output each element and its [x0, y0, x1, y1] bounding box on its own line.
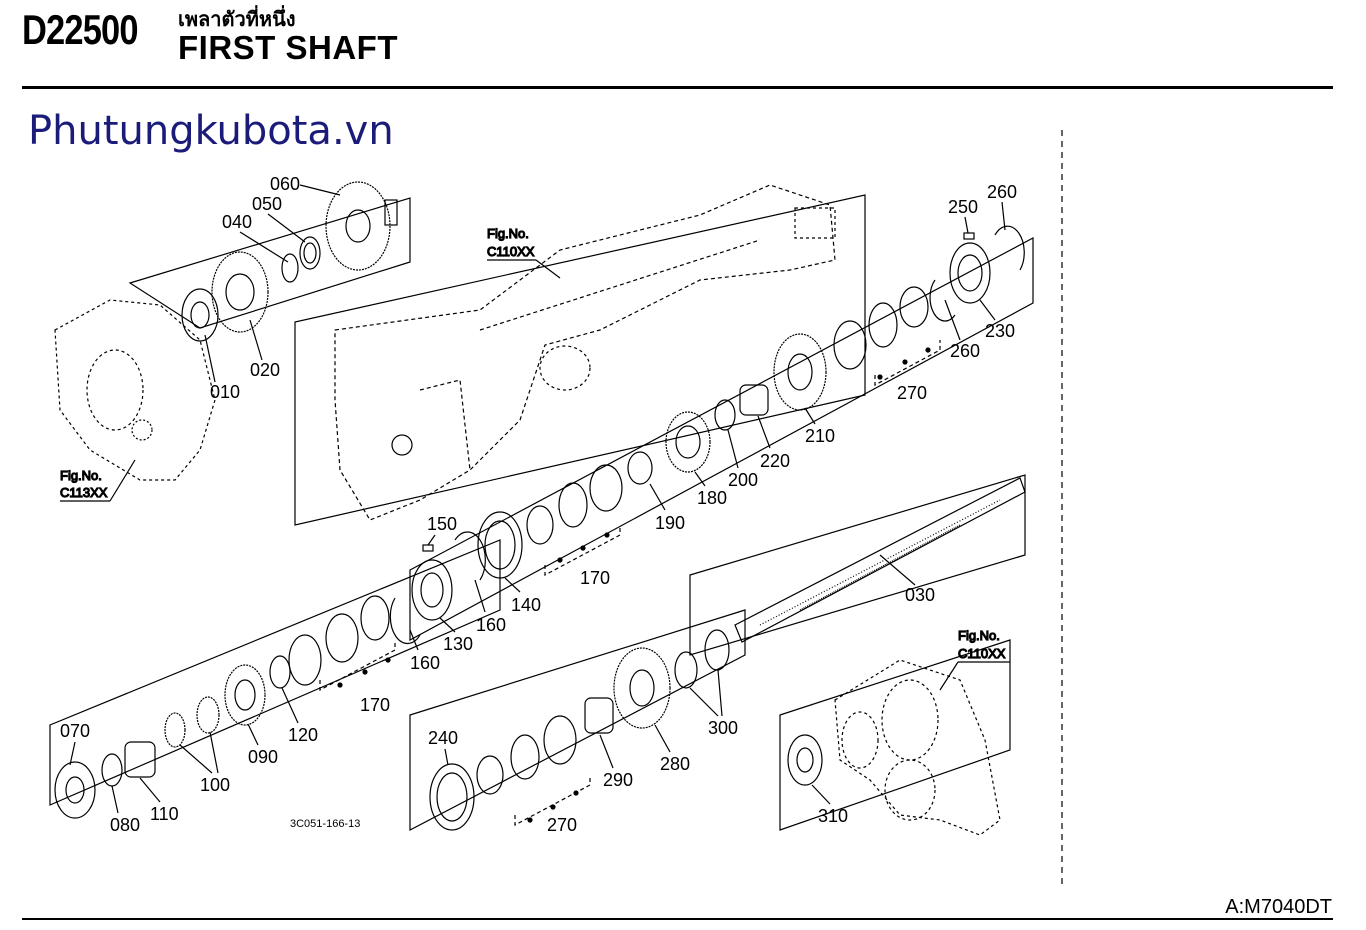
- part-label-260[interactable]: 260: [950, 341, 980, 361]
- part-label-160[interactable]: 160: [410, 653, 440, 673]
- part-label-260[interactable]: 260: [987, 182, 1017, 202]
- part-label-080[interactable]: 080: [110, 815, 140, 835]
- part-number-labels: 010 020 030 040 050 060 070 080 090 100 …: [60, 174, 1017, 835]
- part-label-300[interactable]: 300: [708, 718, 738, 738]
- part-label-170[interactable]: 170: [580, 568, 610, 588]
- rear-housing-group: [779, 639, 1011, 836]
- part-label-130[interactable]: 130: [443, 634, 473, 654]
- part-label-100[interactable]: 100: [200, 775, 230, 795]
- part-label-060[interactable]: 060: [270, 174, 300, 194]
- transmission-case-group: [294, 184, 866, 526]
- main-shaft-group: [689, 474, 1026, 656]
- part-label-090[interactable]: 090: [248, 747, 278, 767]
- part-label-070[interactable]: 070: [60, 721, 90, 741]
- part-label-290[interactable]: 290: [603, 770, 633, 790]
- part-label-280[interactable]: 280: [660, 754, 690, 774]
- watermark: Phutungkubota.vn: [28, 108, 394, 154]
- part-label-250[interactable]: 250: [948, 197, 978, 217]
- part-label-110[interactable]: 110: [150, 804, 179, 824]
- header-rule: [22, 86, 1333, 89]
- section-title-thai: เพลาตัวที่หนึ่ง: [178, 7, 296, 31]
- model-reference: A:M7040DT: [1225, 896, 1332, 918]
- part-label-050[interactable]: 050: [252, 194, 282, 214]
- part-label-140[interactable]: 140: [511, 595, 541, 615]
- section-code: D22500: [22, 6, 139, 53]
- section-title: FIRST SHAFT: [178, 29, 398, 66]
- part-label-010[interactable]: 010: [210, 382, 240, 402]
- part-label-150[interactable]: 150: [427, 514, 457, 534]
- part-label-230[interactable]: 230: [985, 321, 1015, 341]
- part-label-270[interactable]: 270: [547, 815, 577, 835]
- part-label-310[interactable]: 310: [818, 806, 848, 826]
- part-label-180[interactable]: 180: [697, 488, 727, 508]
- part-label-040[interactable]: 040: [222, 212, 252, 232]
- front-housing-group: [54, 181, 411, 481]
- fig-ref-label: Fig.No.: [60, 468, 102, 483]
- fig-ref-c113xx: C113XX: [60, 485, 108, 500]
- part-label-160[interactable]: 160: [476, 615, 506, 635]
- part-label-120[interactable]: 120: [288, 725, 318, 745]
- lower-shaft-components: [49, 531, 501, 819]
- footer-rule: [22, 918, 1333, 920]
- part-label-270[interactable]: 270: [897, 383, 927, 403]
- drawing-number: 3C051-166-13: [290, 818, 360, 830]
- fig-ref-c110xx-right: C110XX: [958, 646, 1006, 661]
- part-label-220[interactable]: 220: [760, 451, 790, 471]
- fig-ref-c110xx-top: C110XX: [487, 244, 535, 259]
- part-label-210[interactable]: 210: [805, 426, 835, 446]
- part-label-200[interactable]: 200: [728, 470, 758, 490]
- part-label-020[interactable]: 020: [250, 360, 280, 380]
- upper-shaft-components: [409, 225, 1034, 642]
- part-label-240[interactable]: 240: [428, 728, 458, 748]
- fig-ref-label: Fig.No.: [487, 226, 529, 241]
- part-label-170[interactable]: 170: [360, 695, 390, 715]
- bottom-shaft-components: [409, 609, 746, 831]
- part-label-190[interactable]: 190: [655, 513, 685, 533]
- fig-ref-label: Fig.No.: [958, 628, 1000, 643]
- leader-lines: [69, 184, 1006, 814]
- part-label-030[interactable]: 030: [905, 585, 935, 605]
